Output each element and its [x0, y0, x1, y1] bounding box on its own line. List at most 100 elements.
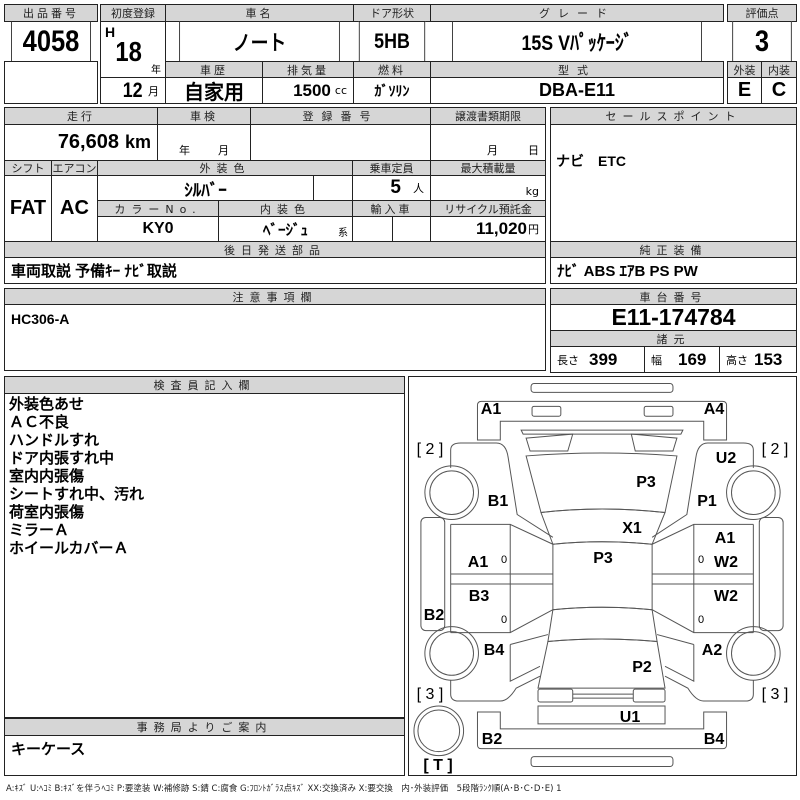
remark-item: ドア内張すれ中 — [9, 449, 115, 467]
score: 3 — [732, 21, 792, 62]
transfer-label: 譲渡書類期限 — [430, 107, 546, 125]
inspector-label: 検査員記入欄 — [4, 376, 405, 394]
mark-sill-left: B2 — [423, 607, 445, 624]
length-cell: 長さ 399 — [550, 346, 645, 373]
history-label: 車歴 — [165, 61, 263, 78]
equipment-label: 純正装備 — [550, 241, 797, 258]
rear-panel-shape — [537, 705, 666, 725]
inspection-year-unit: 年 — [179, 144, 190, 157]
remark-item: ミラーＡ — [9, 521, 70, 539]
era: H — [105, 24, 116, 40]
height: 153 — [754, 349, 783, 369]
specs-label: 諸元 — [550, 330, 797, 347]
sales-point: ナビ ETC — [550, 124, 797, 242]
km-unit: km — [124, 132, 151, 152]
reg-no-label: 登録番号 — [250, 107, 431, 125]
tire-spare: [ T ] — [423, 757, 453, 774]
mark-front-fender-right: P1 — [697, 493, 717, 510]
fuel-label: 燃料 — [353, 61, 431, 78]
shift-label: シフト — [4, 160, 52, 176]
lot-label: 出品番号 — [4, 4, 98, 22]
mileage-label: 走行 — [4, 107, 158, 125]
model-label: 型式 — [430, 61, 724, 78]
remark-item: ハンドルすれ — [9, 431, 100, 449]
mileage: 76,608 — [57, 131, 119, 153]
first-reg-year-cell: H 18 年 — [100, 21, 166, 78]
office-note: キーケース — [4, 735, 405, 776]
car-name-label: 車名 — [165, 4, 354, 22]
year-unit: 年 — [151, 65, 161, 76]
left-sill-shape — [420, 516, 446, 632]
interior-label: 内装 — [761, 61, 797, 78]
zero-mark: 0 — [697, 554, 705, 566]
max-load-label: 最大積載量 — [430, 160, 546, 176]
tire-front-right: [ 2 ] — [761, 441, 789, 458]
fuel: ｶﾞｿﾘﾝ — [353, 77, 431, 104]
mark-front-bumper-left: A1 — [480, 401, 502, 418]
mark-rear-fender-left: B4 — [483, 642, 505, 659]
max-load-unit: kg — [430, 175, 546, 201]
first-reg-month-cell: 12 月 — [100, 77, 166, 104]
inspector-remarks: 外装色あせ ＡＣ不良 ハンドルすれ ドア内張すれ中 室内内張傷 シートすれ中、汚… — [4, 393, 405, 718]
rear-bar-shape — [530, 756, 674, 768]
int-color-cell: ﾍﾞｰｼﾞｭ 系 — [218, 216, 353, 242]
mark-front-right-upper: U2 — [715, 450, 737, 467]
lot-number: 4058 — [11, 21, 91, 62]
tire-rear-left: [ 3 ] — [416, 686, 444, 703]
windshield-shape — [540, 508, 666, 545]
color-no: KY0 — [97, 216, 219, 242]
mark-rear-panel: U1 — [619, 709, 641, 726]
exterior-label: 外装 — [727, 61, 762, 78]
zero-mark: 0 — [697, 614, 705, 626]
displacement-cell: 1500 cc — [262, 77, 354, 104]
exterior-grade: E — [727, 77, 762, 104]
remark-item: ホイールカバーＡ — [9, 539, 129, 557]
recycle-fee: 11,020 — [475, 219, 527, 238]
score-label: 評価点 — [727, 4, 797, 22]
width-label: 幅 — [651, 353, 662, 367]
notes-label: 注意事項欄 — [4, 288, 546, 305]
rear-bumper-shape — [476, 711, 728, 750]
notes: HC306-A — [4, 304, 546, 371]
displacement-label: 排気量 — [262, 61, 354, 78]
mark-trunk: P2 — [632, 659, 652, 676]
height-label: 高さ — [726, 353, 748, 367]
tire-rear-right: [ 3 ] — [761, 686, 789, 703]
interior-grade: C — [761, 77, 797, 104]
grade-label: グレード — [430, 4, 724, 22]
right-sill-shape — [758, 516, 784, 632]
capacity-cell: 5 人 — [352, 175, 431, 201]
import-cell-1 — [352, 216, 393, 242]
capacity-unit: 人 — [413, 182, 424, 195]
mark-front-fender-left: B1 — [487, 493, 509, 510]
mark-rear-door-right: W2 — [714, 588, 738, 605]
ext-color-extra — [313, 175, 353, 201]
int-color: ﾍﾞｰｼﾞｭ — [262, 221, 308, 239]
height-cell: 高さ 153 — [719, 346, 797, 373]
import-label: 輸入車 — [352, 200, 431, 217]
front-bumper-shape — [476, 400, 728, 441]
damage-diagram: A1 A4 [ 2 ] [ 2 ] U2 P3 B1 P1 X1 A1 P3 A… — [408, 376, 797, 776]
width: 169 — [678, 349, 707, 369]
zero-mark: 0 — [500, 554, 508, 566]
chassis-label: 車台番号 — [550, 288, 797, 305]
ac-label: エアコン — [51, 160, 98, 176]
remark-item: 室内内張傷 — [9, 467, 85, 485]
mark-rear-door-left: B3 — [468, 588, 490, 605]
car-outline — [413, 382, 784, 768]
legend: A:ｷｽﾞ U:ﾍｺﾐ B:ｷｽﾞを伴うﾍｺﾐ P:要塗装 W:補修跡 S:錆 … — [6, 784, 562, 794]
mark-front-door-right-1: A1 — [714, 530, 736, 547]
zero-mark: 0 — [500, 614, 508, 626]
month-unit: 月 — [148, 84, 159, 98]
cc-unit: cc — [334, 84, 347, 97]
equipment: ﾅﾋﾞ ABS ｴｱB PS PW — [550, 257, 797, 284]
capacity-label: 乗車定員 — [352, 160, 431, 176]
history: 自家用 — [165, 77, 263, 104]
ext-color-label: 外装色 — [97, 160, 353, 176]
int-color-suffix: 系 — [338, 228, 348, 239]
car-name: ノート — [179, 21, 340, 62]
model: DBA-E11 — [430, 77, 724, 104]
sales-point-label: セールスポイント — [550, 107, 797, 125]
door-label: ドア形状 — [353, 4, 431, 22]
door-type: 5HB — [358, 21, 426, 62]
